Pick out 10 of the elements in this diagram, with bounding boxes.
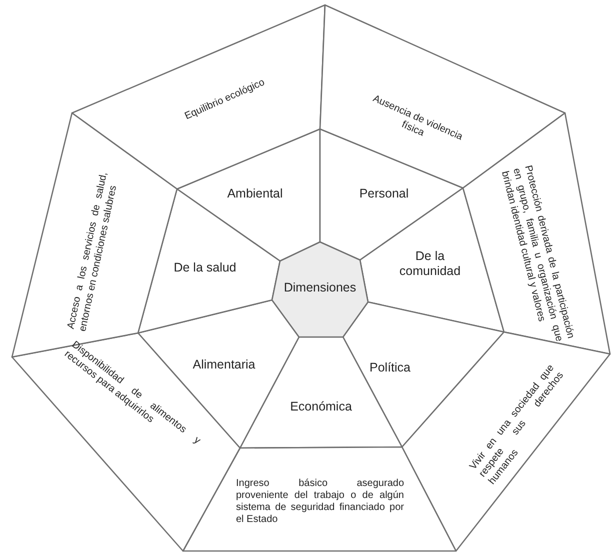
- description-text: Ingreso básico asegurado proveniente del trabajo o de algún sistema de seguridad financiado por el Estado: [236, 478, 404, 526]
- dimension-label: De la comunidad: [398, 249, 462, 279]
- description-text: Acceso a los servicios de salud, entornos en condiciones salubres: [66, 171, 120, 333]
- center-label: Dimensiones: [284, 280, 356, 296]
- dimension-label: Alimentaria: [192, 358, 256, 372]
- dimension-label: Personal: [358, 186, 410, 202]
- dimension-label: Ambiental: [226, 186, 284, 202]
- dimension-label: Política: [368, 360, 412, 376]
- dimension-label: Económica: [289, 400, 353, 414]
- dimension-label: De la salud: [172, 260, 238, 276]
